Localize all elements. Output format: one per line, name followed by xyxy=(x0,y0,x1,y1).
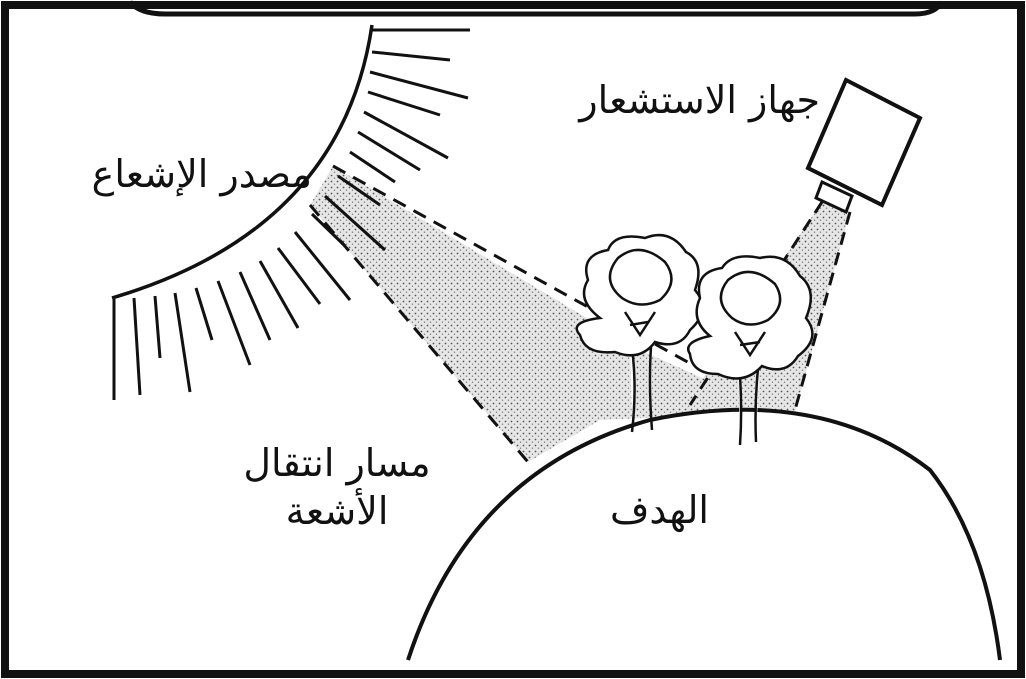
radiation-path-label: مسار انتقال الأشعة xyxy=(222,440,452,535)
sensor-box-icon xyxy=(808,80,920,212)
radiation-source-label: مصدر الإشعاع xyxy=(92,152,312,198)
earth-arc-icon xyxy=(408,410,1000,660)
sensor-label: جهاز الاستشعار xyxy=(579,78,820,124)
target-label: الهدف xyxy=(610,488,709,534)
